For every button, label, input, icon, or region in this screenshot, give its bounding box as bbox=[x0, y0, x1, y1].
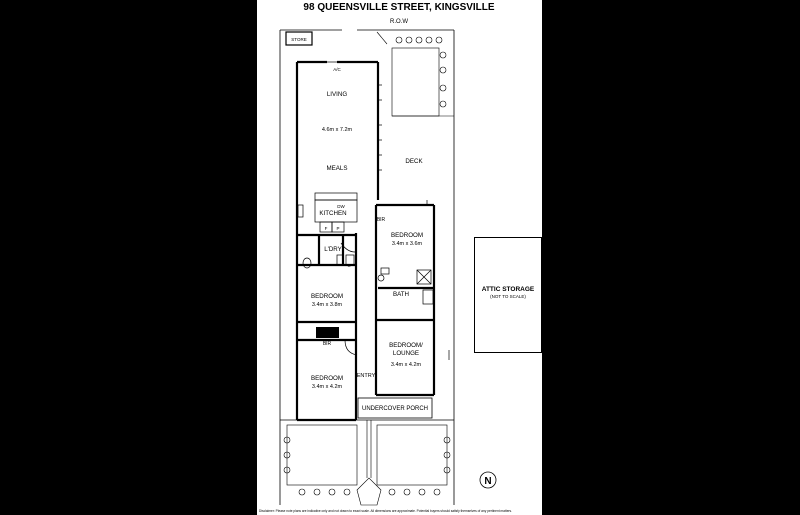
attic-title: ATTIC STORAGE bbox=[481, 286, 535, 293]
laundry-label: L'DRY bbox=[324, 246, 342, 253]
attic-storage-box: ATTIC STORAGE (NOT TO SCALE) bbox=[474, 237, 542, 353]
garden-top bbox=[376, 31, 447, 117]
door-marks bbox=[327, 60, 450, 360]
meals-label: MEALS bbox=[327, 165, 348, 172]
north-compass: N bbox=[479, 471, 497, 489]
porch-label: UNDERCOVER PORCH bbox=[362, 406, 428, 412]
bir-mid-label: BIR bbox=[323, 341, 332, 347]
dishwasher-label: DW bbox=[337, 204, 345, 209]
disclaimer-text: Disclaimer: Please note plans are indica… bbox=[259, 509, 512, 513]
bedroom-3-dimensions: 3.4m x 4.2m bbox=[312, 384, 343, 390]
cupboard-label: C bbox=[347, 263, 351, 268]
plan-title: 98 QUEENSVILLE STREET, KINGSVILLE bbox=[303, 2, 494, 13]
compass-label: N bbox=[484, 476, 491, 487]
floor-plan-drawing: 98 QUEENSVILLE STREET, KINGSVILLE R.O.W … bbox=[259, 2, 512, 513]
lot-boundary bbox=[279, 29, 455, 505]
bir-top-label: BIR bbox=[377, 217, 386, 223]
living-dimensions: 4.6m x 7.2m bbox=[322, 127, 353, 133]
undercover-porch bbox=[357, 397, 433, 419]
kitchen-bench bbox=[297, 192, 358, 233]
bedroom-2-dimensions: 3.4m x 3.8m bbox=[312, 302, 343, 308]
entry-label: ENTRY bbox=[357, 373, 376, 379]
store-room bbox=[285, 31, 313, 46]
pantry-label: P bbox=[336, 226, 339, 231]
wet-area-fixtures bbox=[302, 254, 434, 305]
deck-label: DECK bbox=[405, 158, 423, 165]
garden-front bbox=[283, 420, 451, 506]
bath-label: BATH bbox=[393, 291, 409, 298]
fridge-label: F bbox=[325, 226, 328, 231]
lounge-dimensions: 3.4m x 4.2m bbox=[391, 362, 422, 368]
bedroom-3-label: BEDROOM bbox=[311, 375, 343, 382]
kitchen-label: KITCHEN bbox=[319, 210, 346, 217]
ac-label: A/C bbox=[333, 67, 341, 72]
row-label: R.O.W bbox=[390, 19, 408, 25]
living-label: LIVING bbox=[327, 91, 347, 98]
bedroom-2-label: BEDROOM bbox=[311, 293, 343, 300]
lounge-label-line1: BEDROOM/ bbox=[389, 342, 423, 349]
attic-subtitle: (NOT TO SCALE) bbox=[490, 294, 526, 299]
store-label: STORE bbox=[291, 37, 306, 42]
lounge-label-line2: LOUNGE bbox=[393, 350, 419, 357]
bedroom-1-label: BEDROOM bbox=[391, 232, 423, 239]
bedroom-1-dimensions: 3.4m x 3.6m bbox=[392, 241, 423, 247]
fireplace-block bbox=[316, 327, 339, 338]
